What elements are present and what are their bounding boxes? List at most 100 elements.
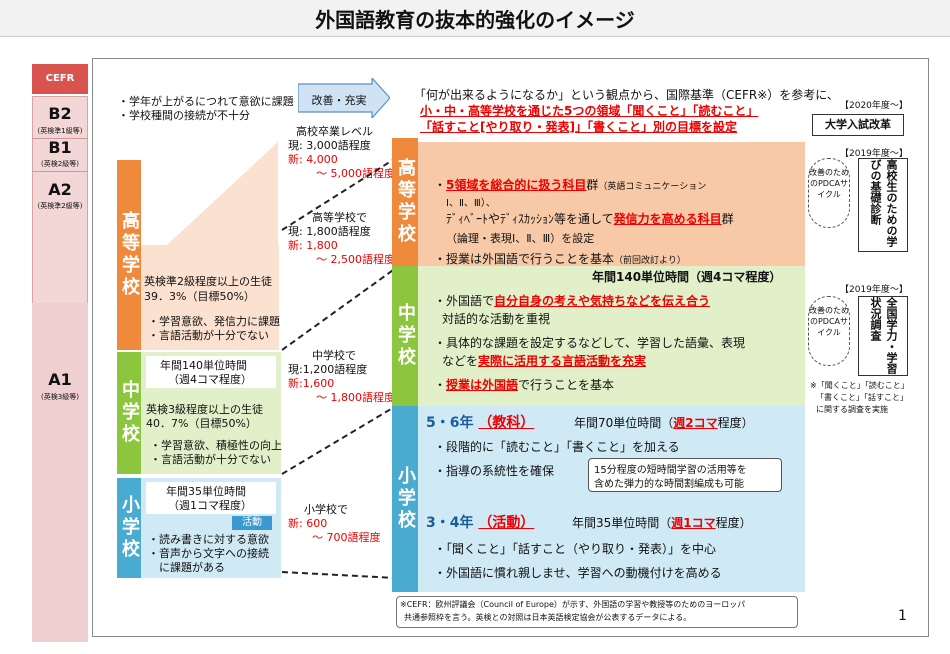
elem-34-point-1: ・「聞くこと」「話すこと（やり取り・発表）」を中心	[434, 542, 717, 556]
stage-label-elem-left: 小学校	[117, 478, 141, 578]
high-point-2-sub: （論理・表現Ⅰ、Ⅱ、Ⅲ）を設定	[446, 232, 595, 245]
elem-right-panel	[418, 406, 805, 592]
elem-activity-tag: 活動	[232, 516, 272, 530]
middle-stat: 英検3級程度以上の生徒	[146, 403, 263, 416]
middle-issue-2: ・言語活動が十分でない	[150, 453, 271, 466]
stage-label-elem-right: 小学校	[392, 406, 418, 592]
cefr-level-b2-sub: (英検準1級等)	[37, 127, 83, 135]
cefr-level-a1-sub: (英検3級等)	[41, 393, 79, 401]
elem-56-point-2: ・指導の系統性を確保	[434, 464, 555, 478]
cefr-level-a2: A2	[48, 180, 72, 199]
cefr-header: CEFR	[32, 64, 88, 94]
vocab-hs-now: 現: 1,800語程度	[288, 225, 371, 238]
high-point-2: ﾃﾞｨﾍﾞｰﾄやﾃﾞｨｽｶｯｼｮﾝ等を通して発信力を高める科目群	[446, 212, 734, 226]
high-issue-1: ・学習意欲、発信力に課題	[148, 315, 280, 328]
survey-note-3: に関する調査を実施	[816, 405, 888, 414]
elem-grade-56: 5・6年 （教科）	[426, 415, 535, 431]
vocab-hs-new: 新: 1,800	[288, 239, 338, 252]
stage-label-middle-right: 中学校	[392, 266, 418, 406]
vocab-ms-new: 新:1,600	[288, 377, 335, 390]
elem-56-point-1: ・段階的に「読むこと」「書くこと」を加える	[434, 440, 680, 454]
year-2019-label-a: 【2019年度～】	[840, 149, 908, 159]
high-point-1: ・5領域を総合的に扱う科目群（英語コミュニケーション	[434, 178, 707, 192]
vocab-es-new: 新: 600	[288, 517, 328, 530]
divider	[32, 138, 88, 139]
middle-point-1b: 対話的な活動を重視	[442, 312, 551, 326]
cefr-level-b1-sub: (英検2級等)	[41, 160, 79, 168]
elem-issue-1: ・読み書きに対する意欲	[148, 533, 269, 546]
elem-hours-box	[146, 482, 276, 514]
high-stat: 英検準2級程度以上の生徒	[144, 275, 272, 288]
elem-34-point-2: ・外国語に慣れ親しませ、学習への動機付けを高める	[434, 566, 722, 580]
elem-56-note-2: 含めた弾力的な時間割編成も可能	[594, 479, 744, 490]
vocab-ms-label: 中学校で	[312, 349, 356, 362]
middle-point-1: ・外国語で自分自身の考えや気持ちなどを伝え合う	[434, 294, 711, 308]
middle-hours-2: （週4コマ程度）	[168, 373, 252, 386]
dashed-connectors	[281, 157, 397, 579]
pdca-cycle-2: 改善のためのPDCAサイクル	[808, 296, 850, 366]
year-2019-label-b: 【2019年度～】	[840, 285, 908, 295]
cefr-level-a1: A1	[48, 370, 72, 389]
vocab-es-new-2: ～ 700語程度	[312, 531, 381, 544]
divider	[32, 171, 88, 172]
cefr-level-b2: B2	[48, 104, 72, 123]
vocab-ms-new-2: ～ 1,800語程度	[316, 391, 395, 404]
middle-point-3: ・授業は外国語で行うことを基本	[434, 378, 615, 392]
survey-note-2: 「書くこと」「話すこと」	[816, 393, 908, 402]
high-pct: 39．3%（目標50%）	[144, 290, 255, 303]
middle-pct: 40．7%（目標50%）	[146, 417, 257, 430]
vocab-hs-grad-label: 高校卒業レベル	[296, 125, 373, 138]
high-point-1-sub: Ⅰ、Ⅱ、Ⅲ）、	[446, 198, 496, 209]
elem-issue-2: ・音声から文字への接続	[148, 547, 269, 560]
university-reform-box: 大学入試改革	[812, 114, 904, 136]
high-issue-2: ・言語活動が十分でない	[148, 329, 269, 342]
improve-label: 改善・充実	[311, 94, 367, 107]
middle-hours: 年間140単位時間	[160, 359, 247, 372]
elem-hours: 年間35単位時間	[166, 485, 246, 498]
vocab-ms-now: 現:1,200語程度	[288, 363, 368, 376]
footnote-line-2: 共通参照枠を言う。英検との対照は日本英語検定協会が公表するデータによる。	[404, 613, 692, 622]
footnote-box	[396, 596, 798, 628]
footnote-line-1: ※CEFR：欧州評議会（Council of Europe）が示す、外国語の学習…	[400, 600, 746, 609]
elem-grade-34: 3・4年 （活動）	[426, 515, 535, 531]
year-2020-label: 【2020年度～】	[840, 101, 908, 111]
middle-hours-box	[146, 356, 276, 388]
cefr-a1-band	[32, 303, 88, 642]
middle-issue-1: ・学習意欲、積極性の向上	[150, 439, 282, 452]
elem-56-note-1: 15分程度の短時間学習の活用等を	[594, 465, 747, 476]
survey-note-1: ※「聞くこと」「読むこと」	[810, 381, 909, 390]
middle-right-panel	[418, 266, 805, 406]
issue-2: ・学校種間の接続が不十分	[118, 109, 250, 122]
cefr-level-a2-sub: (英検準2級等)	[37, 202, 83, 210]
vocab-hs-grad-now: 現: 3,000語程度	[288, 139, 371, 152]
vocab-hs-grad-new: 新: 4,000	[288, 153, 338, 166]
middle-right-hours: 年間140単位時間（週4コマ程度）	[592, 270, 782, 284]
middle-point-2: ・具体的な課題を設定するなどして、学習した語彙、表現	[434, 336, 746, 350]
elem-56-hours: 年間70単位時間（週2コマ程度）	[574, 416, 754, 430]
basic-diagnosis-box: 高校生のための学びの基礎診断	[858, 158, 908, 252]
cefr-level-b1: B1	[48, 138, 72, 157]
vocab-hs-label: 高等学校で	[312, 211, 367, 224]
page-number: 1	[898, 608, 907, 624]
national-survey-box: 全国学力・学習状況調査	[858, 296, 908, 376]
intro-line-3: 「話すこと[やり取り・発表]」「書くこと」別の目標を設定	[420, 120, 737, 134]
pdca-cycle-1: 改善のためのPDCAサイクル	[808, 158, 850, 228]
middle-point-2b: などを実際に活用する言語活動を充実	[442, 354, 647, 368]
high-point-3: ・授業は外国語で行うことを基本（前回改訂より）	[434, 252, 686, 266]
issue-1: ・学年が上がるにつれて意欲に課題	[118, 95, 294, 108]
stage-label-middle-left: 中学校	[117, 352, 141, 474]
high-school-band-shape	[395, 142, 805, 268]
elem-issue-3: に課題がある	[148, 561, 225, 574]
page-title: 外国語教育の抜本的強化のイメージ	[315, 8, 635, 32]
title-bar	[0, 0, 950, 37]
main-frame	[92, 58, 929, 637]
elem-34-hours: 年間35単位時間（週1コマ程度）	[572, 516, 752, 530]
vocab-es-label: 小学校で	[304, 503, 348, 516]
vocab-hs-new-2: ～ 2,500語程度	[316, 253, 395, 266]
stage-label-high-left: 高等学校	[117, 160, 141, 350]
stage-label-high-right: 高等学校	[392, 138, 418, 266]
elem-56-note-box	[588, 458, 782, 492]
arrow-icon	[298, 78, 390, 118]
elem-hours-2: （週1コマ程度）	[168, 499, 252, 512]
intro-line-1: 「何が出来るようになるか」という観点から、国際基準（CEFR※）を参考に、	[414, 88, 839, 102]
